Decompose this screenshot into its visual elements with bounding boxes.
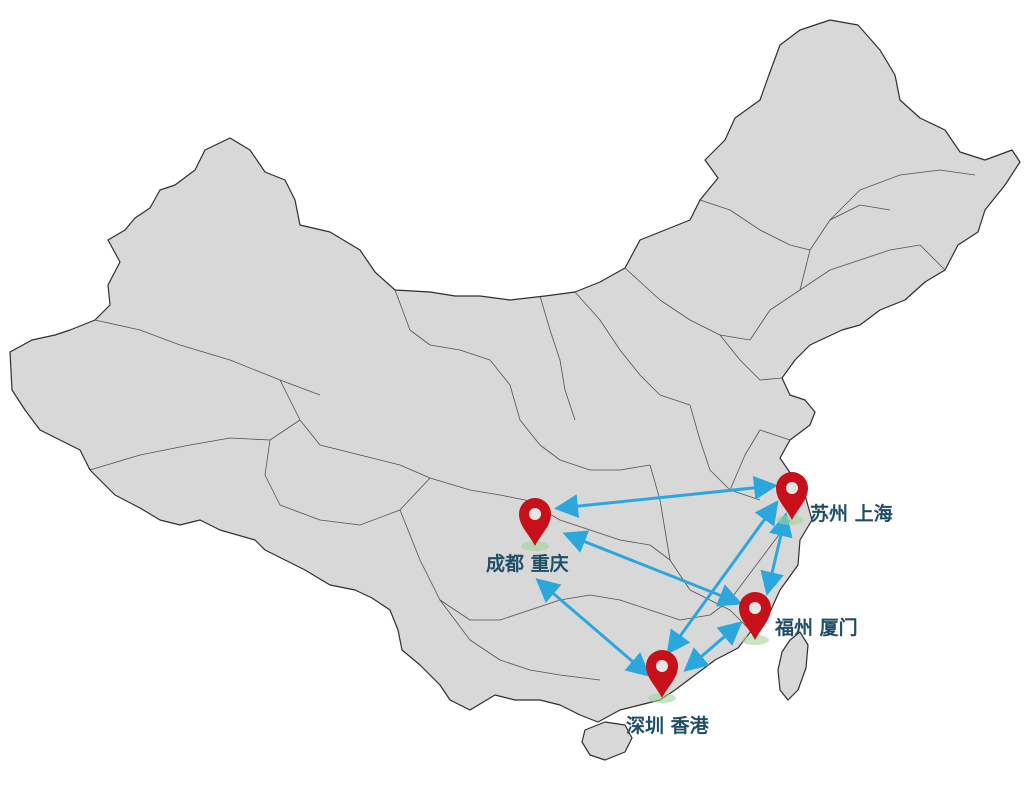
pin-hole (749, 602, 761, 614)
route-chengdu-suzhou (554, 475, 778, 519)
location-pin-shenzhen[interactable] (646, 650, 678, 698)
route-lines (535, 475, 793, 677)
map-pin-icon (739, 592, 771, 640)
label-chengdu: 成都 重庆 (486, 552, 569, 575)
map-pin-icon (519, 498, 551, 546)
route-fuzhou-shenzhen (683, 621, 743, 672)
map-pin-icon (646, 650, 678, 698)
label-shenzhen: 深圳 香港 (626, 714, 710, 737)
label-suzhou: 苏州 上海 (810, 502, 893, 525)
pin-hole (656, 660, 668, 672)
location-pin-fuzhou[interactable] (739, 592, 771, 640)
map-pin-icon (776, 472, 808, 520)
hainan-island (581, 721, 633, 761)
china-mainland (9, 19, 1021, 723)
route-chengdu-shenzhen (535, 578, 651, 677)
pin-hole (786, 482, 798, 494)
label-fuzhou: 福州 厦门 (774, 616, 858, 639)
taiwan-island (777, 631, 809, 701)
location-pin-chengdu[interactable] (519, 498, 551, 546)
location-pin-suzhou[interactable] (776, 472, 808, 520)
halo-suzhou (776, 515, 804, 525)
pin-hole (529, 508, 541, 520)
